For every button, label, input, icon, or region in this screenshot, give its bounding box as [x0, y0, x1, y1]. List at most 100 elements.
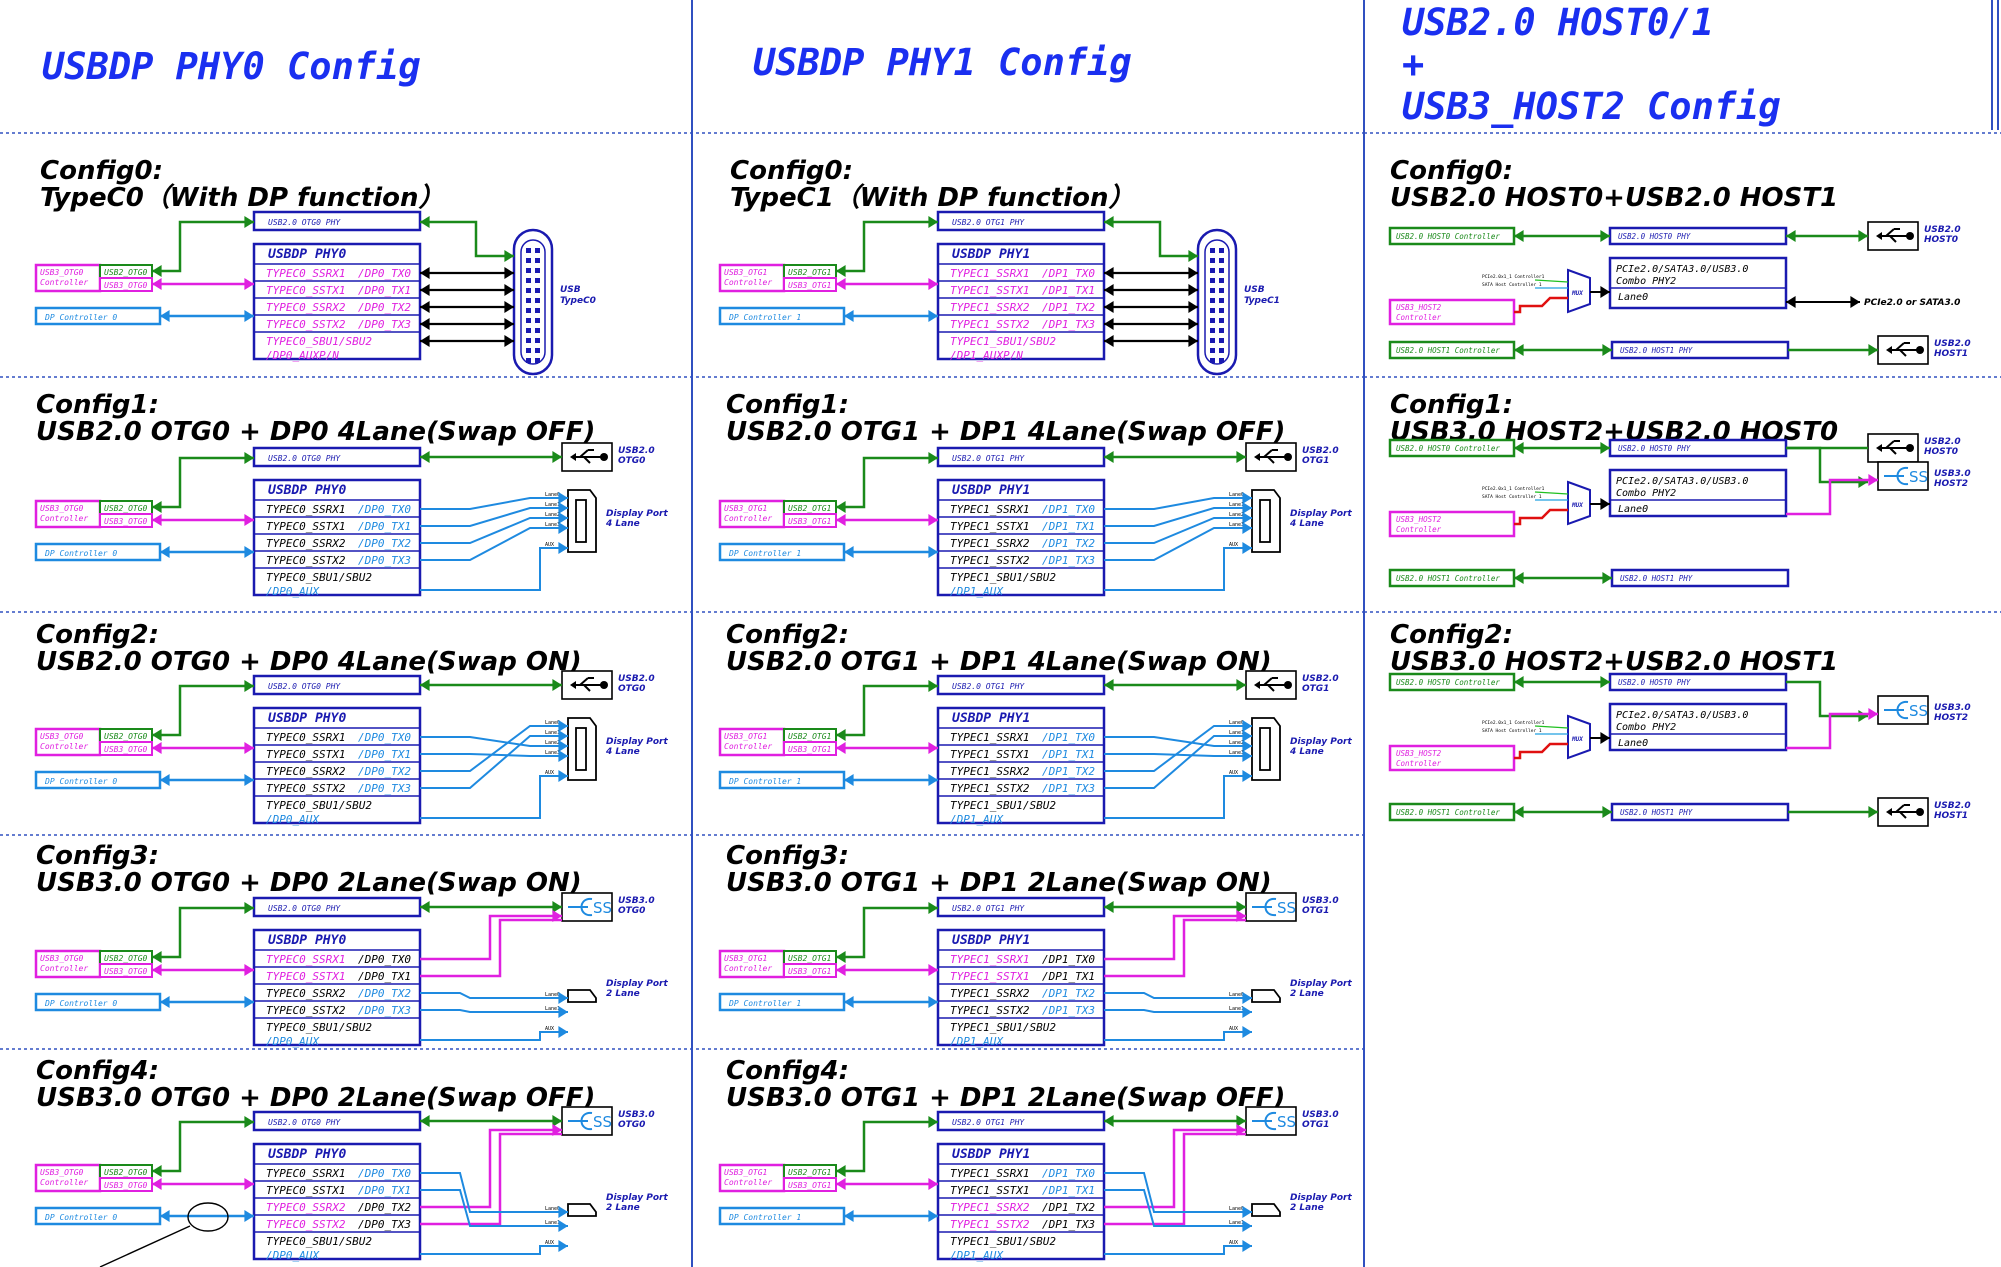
- usb3-lane-wire: [1104, 1132, 1246, 1226]
- usb-typec-pin: [526, 258, 531, 263]
- phy-lane-dp-label: /DP0_TX2: [358, 537, 411, 550]
- arrow-head: [552, 901, 562, 913]
- arrow-head: [558, 992, 568, 1004]
- phy-lane-dp-label: /DP0_TX2: [358, 301, 411, 314]
- dp-lane-label: Lane0: [1229, 992, 1244, 998]
- usb-typec-connector-inner: [520, 239, 546, 365]
- phy-aux-label: /DP0_AUX: [266, 813, 320, 826]
- arrow-head: [1514, 806, 1524, 818]
- dp-lane-wire: [420, 992, 568, 999]
- config-description: USB3.0 OTG0 + DP0 2Lane(Swap ON): [36, 868, 582, 898]
- usb-icon-dot: [1906, 444, 1914, 452]
- phy-aux-label: /DP0_AUX: [266, 1249, 320, 1262]
- mux-input-label: SATA Host Controller 1: [1482, 728, 1542, 734]
- usb-icon-branch: [1899, 349, 1907, 357]
- arrow-head: [1602, 344, 1612, 356]
- usb-icon-dot: [1906, 232, 1914, 240]
- arrow-head: [152, 729, 162, 741]
- usb-icon-tip: [1254, 453, 1260, 461]
- usb-typec-pin: [535, 298, 540, 303]
- arrow-head: [504, 284, 514, 296]
- config-description: TypeC1（With DP function）: [730, 183, 1135, 213]
- phy-lane-label: TYPEC0_SSRX1: [266, 1167, 345, 1180]
- arrow-head: [160, 996, 170, 1008]
- arrow-head: [1242, 770, 1252, 782]
- usb-connector-label: USB2.0: [618, 674, 655, 684]
- arrow-head: [1104, 451, 1114, 463]
- usb3-host2-controller-label: USB3_HOST2: [1396, 515, 1442, 524]
- phy-lane-dp-label: /DP0_TX0: [358, 953, 411, 966]
- phy-sbu-label: TYPEC1_SBU1/SBU2: [950, 1235, 1056, 1248]
- usb-connector-label: OTG1: [1302, 684, 1329, 694]
- arrow-head: [836, 265, 846, 277]
- usb3-host2-controller-label: USB3_HOST2: [1396, 749, 1442, 758]
- config-label: Config0:: [1390, 156, 1514, 186]
- phy-lane-label: TYPEC1_SSTX2: [950, 318, 1030, 331]
- usb2-otg-phy-label: USB2.0 OTG1 PHY: [952, 1118, 1025, 1127]
- phy-sbu-label: TYPEC1_SBU1/SBU2: [950, 335, 1056, 348]
- usb2-otg-phy-label: USB2.0 OTG1 PHY: [952, 454, 1025, 463]
- arrow-head: [928, 546, 938, 558]
- arrow-head: [558, 770, 568, 782]
- usb2-signal-wire: [152, 456, 254, 509]
- arrow-head: [558, 1206, 568, 1218]
- phy-lane-dp-label: /DP0_TX3: [358, 554, 411, 567]
- config-description: USB3.0 OTG1 + DP1 2Lane(Swap OFF): [726, 1083, 1286, 1113]
- arrow-head: [558, 492, 568, 504]
- usb-host-label: HOST2: [1934, 713, 1968, 723]
- usb2-signal-wire: [836, 220, 938, 273]
- dp-aux-wire: [420, 547, 568, 591]
- config-label: Config3:: [726, 841, 850, 871]
- config-title: Config1:USB2.0 OTG1 + DP1 4Lane(Swap OFF…: [726, 392, 1285, 446]
- dp-controller-label: DP Controller 1: [728, 1213, 801, 1222]
- arrow-head: [160, 774, 170, 786]
- arrow-head: [1514, 572, 1524, 584]
- usb-typec-pin: [1219, 268, 1224, 273]
- usb-icon-dot: [1916, 808, 1924, 816]
- usbdp-phy-block: [252, 242, 422, 361]
- column-title-host-line2: +: [1402, 43, 1425, 86]
- usb-host-label: HOST0: [1924, 447, 1958, 457]
- usb-icon-tip: [1886, 808, 1892, 816]
- usb-typec-pin: [1210, 348, 1215, 353]
- arrow-head: [1104, 301, 1114, 313]
- usbdp-phy-block: [936, 1142, 1106, 1261]
- arrow-head: [552, 679, 562, 691]
- usbdp-phy-block: [252, 706, 422, 825]
- phy-lane-label: TYPEC1_SSTX2: [950, 554, 1030, 567]
- arrow-head: [558, 720, 568, 732]
- usb-icon-branch: [579, 449, 589, 458]
- usb-typec-pin: [1219, 298, 1224, 303]
- usbdp-phy-title: USBDP PHY0: [268, 711, 346, 726]
- phy-lane-label: TYPEC0_SSRX1: [266, 503, 345, 516]
- arrow-head: [552, 910, 562, 922]
- config-description: USB3.0 OTG0 + DP0 2Lane(Swap OFF): [36, 1083, 596, 1113]
- usb3-otg-controller-label: USB3_OTG0: [40, 1168, 84, 1177]
- arrow-head: [552, 451, 562, 463]
- config-label: Config2:: [726, 620, 850, 650]
- usb2-signal-wire: [836, 1120, 938, 1173]
- usb-icon-tip: [570, 681, 576, 689]
- usb2-signal-wire: [152, 684, 254, 737]
- arrow-head: [836, 501, 846, 513]
- mux-input-wire: [1534, 279, 1569, 283]
- arrow-head: [504, 267, 514, 279]
- phy-lane-label: TYPEC1_SSTX1: [950, 970, 1029, 983]
- config-label: Config1:: [1390, 390, 1514, 420]
- display-port-connector: [1251, 1203, 1281, 1217]
- usb3-otg-controller-label: Controller: [40, 514, 88, 523]
- arrow-head: [1104, 1115, 1114, 1127]
- dp-lane-wire: [420, 735, 568, 789]
- phy-lane-dp-label: /DP0_TX1: [358, 970, 411, 983]
- arrow-head: [844, 1210, 854, 1222]
- arrow-head: [1242, 522, 1252, 534]
- phy-lane-label: TYPEC1_SSRX1: [950, 503, 1029, 516]
- host0-phy-label: USB2.0 HOST0 PHY: [1618, 678, 1691, 687]
- usb2-signal-wire: [1786, 680, 1868, 718]
- phy-sbu-label: TYPEC0_SBU1/SBU2: [266, 335, 372, 348]
- arrow-head: [420, 301, 430, 313]
- usb2-otg-subblock-label: USB2_OTG1: [788, 1168, 831, 1177]
- arrow-head: [1188, 301, 1198, 313]
- usb-icon-dot: [1284, 681, 1292, 689]
